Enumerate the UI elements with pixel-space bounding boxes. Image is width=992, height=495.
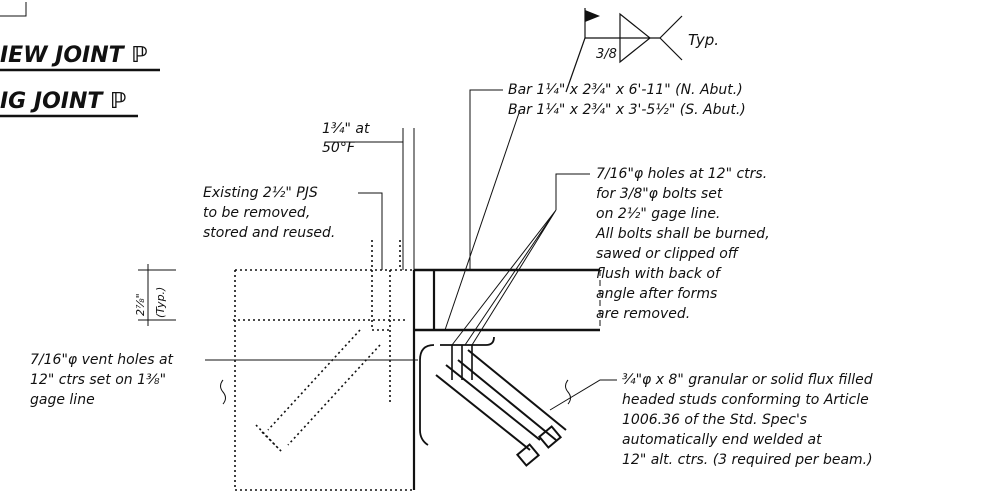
weld-arrow-leader <box>565 37 586 93</box>
fillet-weld-icon <box>619 12 651 64</box>
stud-head-2 <box>537 425 563 449</box>
holes-note-4: All bolts shall be burned, <box>595 226 770 242</box>
weld-symbol: 3/8 Typ. <box>565 8 719 93</box>
dimensions: 1¾" at 50°F 2⅞" (Typ.) <box>134 121 415 326</box>
bolt-line <box>440 336 495 346</box>
weld-typ-note: Typ. <box>688 31 719 49</box>
pjs-note-1: Existing 2½" PJS <box>203 185 318 201</box>
holes-note-5: sawed or clipped off <box>596 246 740 262</box>
bar-note-leader-2 <box>444 109 521 331</box>
studs-note-3: 1006.36 of the Std. Spec's <box>622 412 807 428</box>
pjs-note-2: to be removed, <box>203 205 310 221</box>
holes-note-2: for 3/8"φ bolts set <box>596 186 723 202</box>
studs-note-2: headed studs conforming to Article <box>622 392 869 408</box>
studs-note-leader <box>549 379 617 411</box>
new-structure <box>412 268 601 490</box>
holes-note-7: angle after forms <box>596 286 717 302</box>
angle-leg <box>419 344 435 446</box>
existing-studs <box>255 329 381 453</box>
vent-note-1: 7/16"φ vent holes at <box>30 352 174 368</box>
holes-note-8: are removed. <box>596 306 690 322</box>
vent-note-3: gage line <box>30 392 95 408</box>
break-symbol-right <box>565 379 571 405</box>
holes-note-leaders <box>451 209 557 346</box>
notes: Bar 1¼" x 2¾" x 6'-11" (N. Abut.) Bar 1¼… <box>30 82 873 468</box>
existing-joint-title: IG JOINT ℙ <box>0 89 127 114</box>
title-block-corner <box>0 2 27 17</box>
gap-dimension-1: 1¾" at <box>322 121 370 137</box>
studs-note-1: ¾"φ x 8" granular or solid flux filled <box>622 372 873 388</box>
gap-dimension-2: 50°F <box>322 140 356 156</box>
existing-deck-outline <box>234 270 415 491</box>
height-dimension-1: 2⅞" <box>134 293 147 316</box>
vent-note-2: 12" ctrs set on 1⅜" <box>30 372 166 388</box>
bar-note-south: Bar 1¼" x 2¾" x 3'-5½" (S. Abut.) <box>508 102 746 118</box>
holes-note-1: 7/16"φ holes at 12" ctrs. <box>596 166 767 182</box>
stud-head-1 <box>515 443 541 467</box>
studs-note-4: automatically end welded at <box>622 432 822 448</box>
pjs-note-3: stored and reused. <box>203 225 335 241</box>
holes-note-leader-stem <box>555 173 590 210</box>
weld-size: 3/8 <box>596 47 617 62</box>
height-dimension-2: (Typ.) <box>154 287 167 318</box>
existing-structure <box>233 240 415 491</box>
new-joint-title: IEW JOINT ℙ <box>0 43 148 68</box>
weld-tail-icon <box>659 15 683 61</box>
titles: IEW JOINT ℙ IG JOINT ℙ <box>0 2 160 118</box>
existing-joint-plate <box>371 240 392 331</box>
stud-lower <box>457 349 567 441</box>
bar-note-north: Bar 1¼" x 2¾" x 6'-11" (N. Abut.) <box>508 82 743 98</box>
field-weld-flag-icon <box>585 10 600 22</box>
stud-upper <box>435 364 541 451</box>
break-symbol-left <box>220 379 226 405</box>
pjs-note-leader <box>358 192 383 270</box>
holes-note-6: flush with back of <box>596 266 722 282</box>
studs-note-5: 12" alt. ctrs. (3 required per beam.) <box>622 452 873 468</box>
holes-note-3: on 2½" gage line. <box>596 206 720 222</box>
bar-note-leader <box>469 89 503 270</box>
